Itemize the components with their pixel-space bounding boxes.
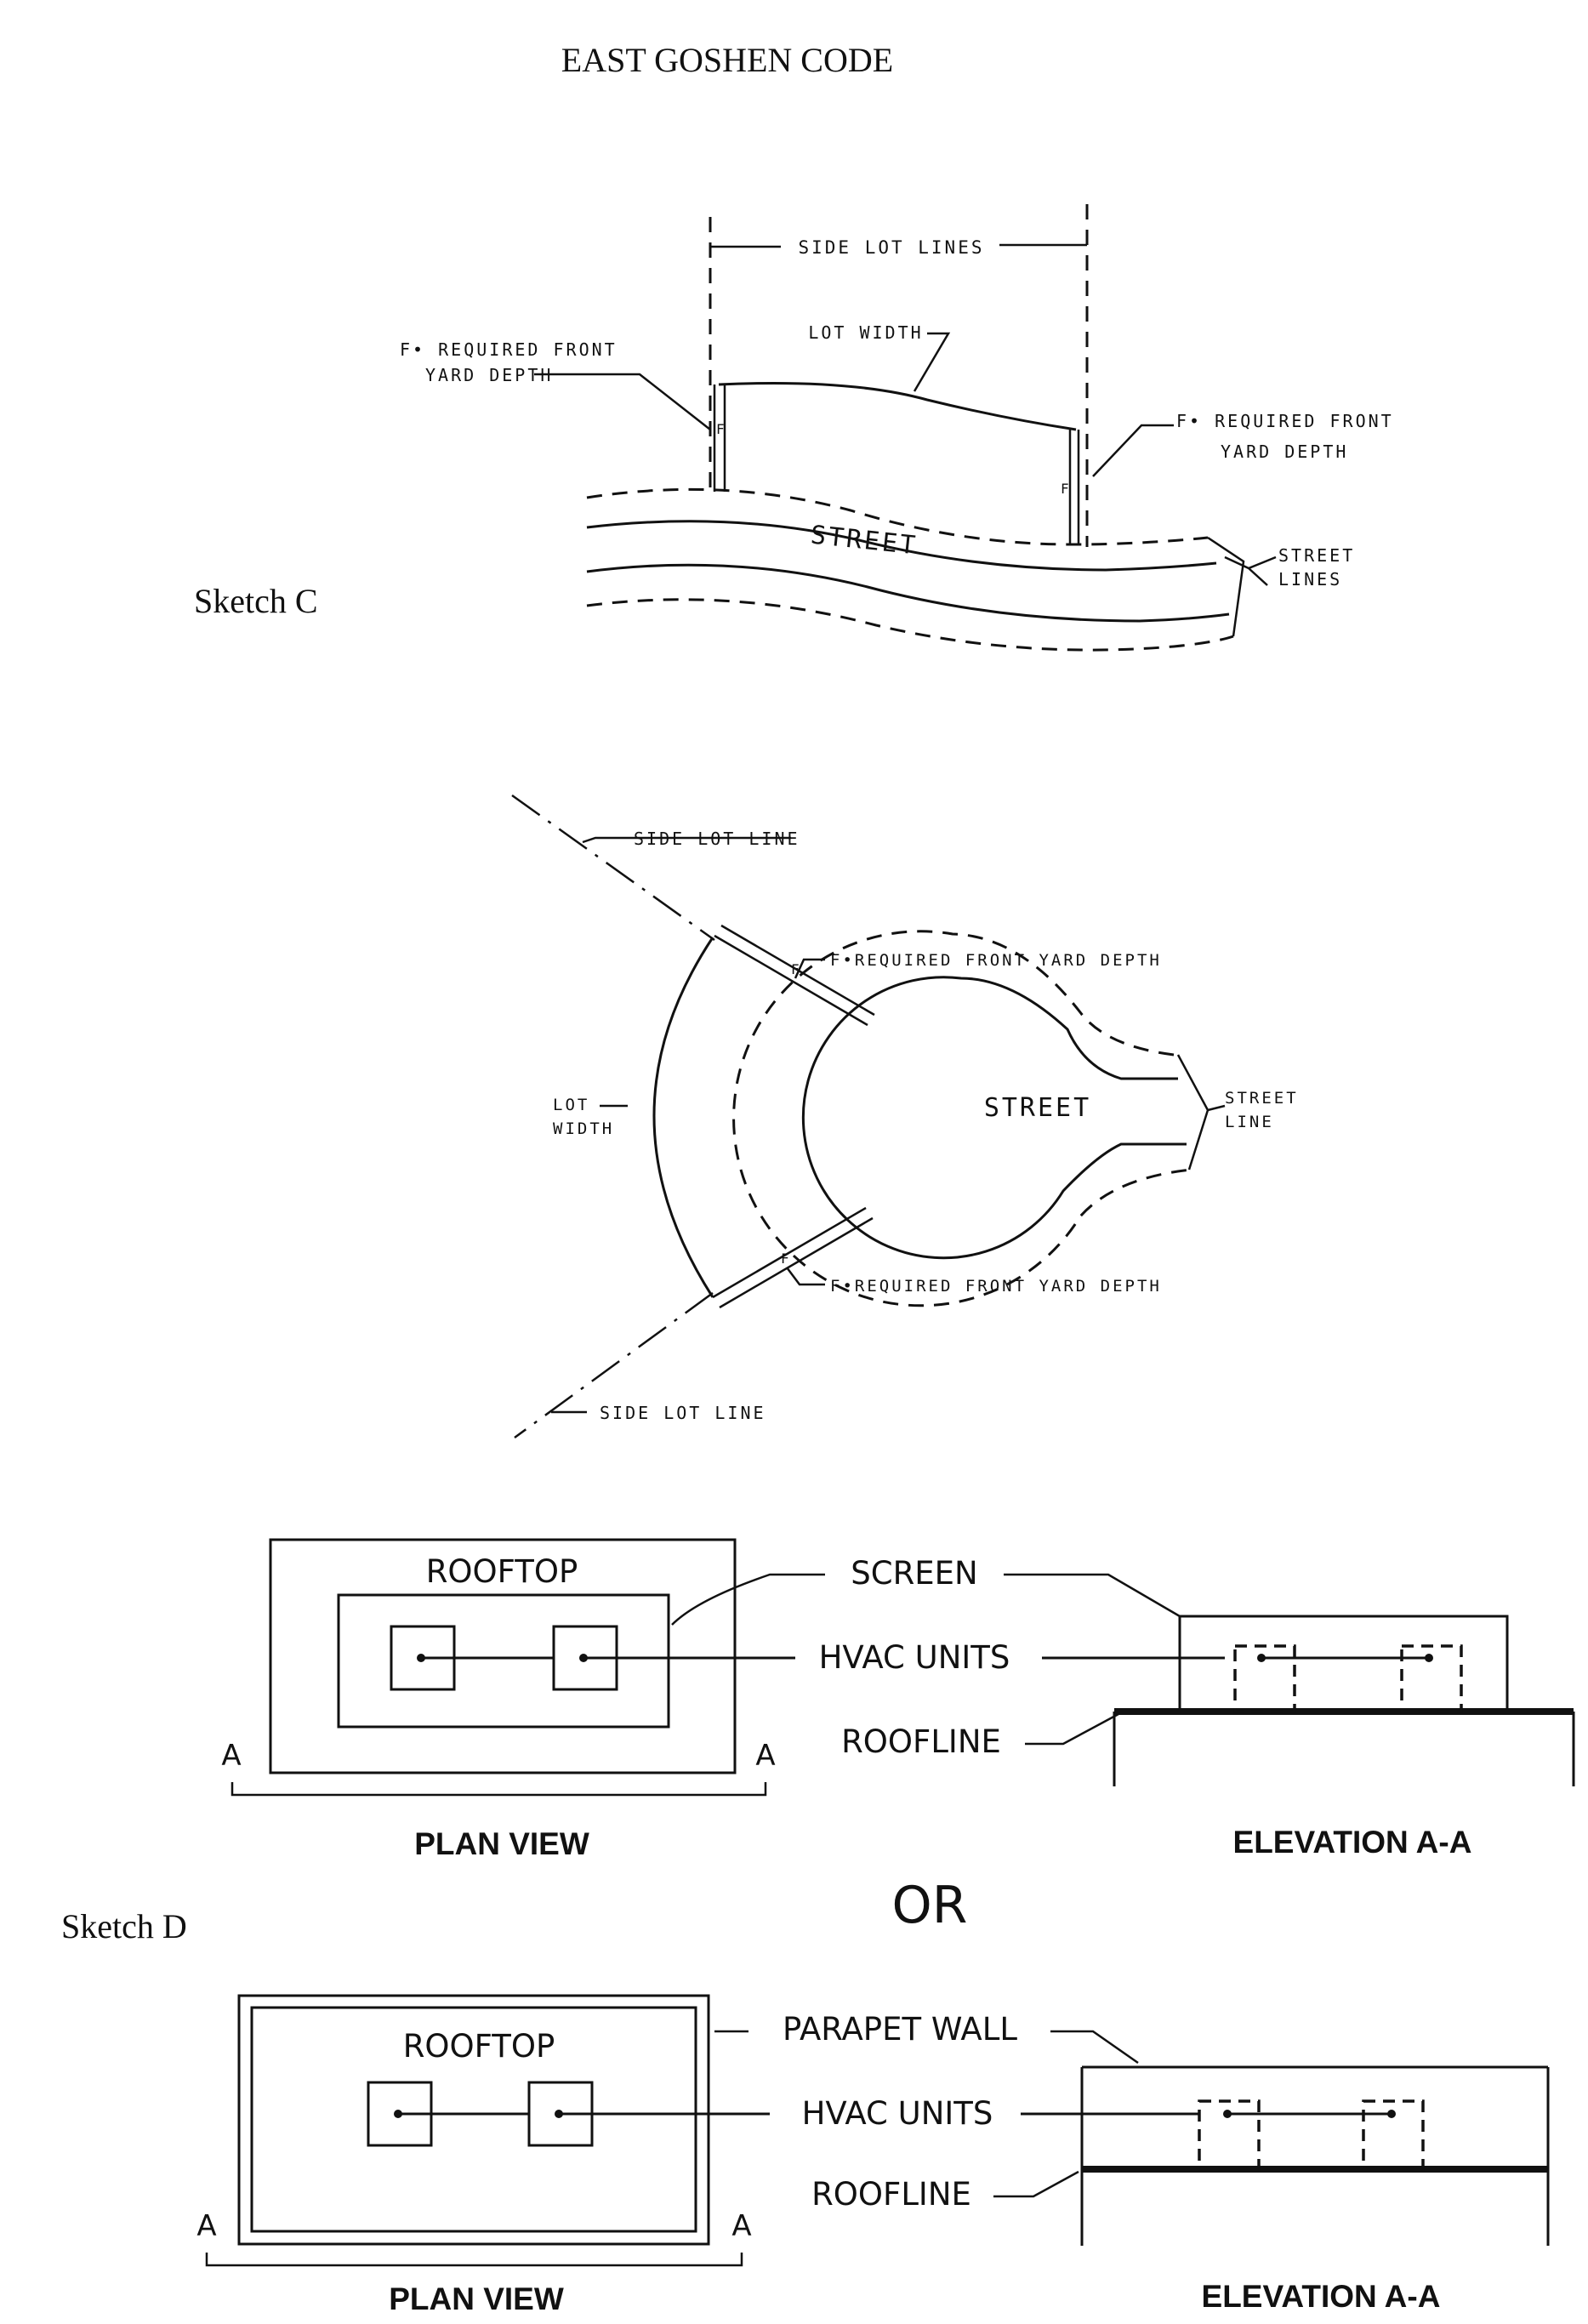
side-lot-line-bottom-label: SIDE LOT LINE	[600, 1403, 766, 1423]
hvac-unit-elev-1b	[1400, 1644, 1463, 1713]
front-top-label: F•REQUIRED FRONT YARD DEPTH	[830, 951, 1162, 970]
sketch-d-label: Sketch D	[61, 1907, 187, 1945]
sketch-d-option-1: ROOFTOP A A PLAN VIEW SCREEN HVAC UNITS …	[221, 1538, 1575, 1861]
front-bottom-label: F•REQUIRED FRONT YARD DEPTH	[830, 1277, 1162, 1296]
front-right-leader	[1092, 424, 1174, 477]
side-lot-line-top	[511, 794, 715, 942]
hvac-unit-elev-1a	[1233, 1644, 1296, 1713]
roofline-leader-1	[1025, 1712, 1119, 1746]
street-line-cul-line2: LINE	[1225, 1113, 1274, 1131]
street-edge-lower	[586, 563, 1230, 623]
screen-leader-left	[671, 1573, 825, 1626]
rooftop-label-2: ROOFTOP	[403, 2028, 555, 2065]
lot-width-label: LOT WIDTH	[808, 322, 923, 343]
front-yard-top-a	[714, 934, 868, 1027]
lot-width-c-line1: LOT	[553, 1096, 589, 1114]
or-separator: OR	[892, 1876, 968, 1935]
screen-enclosure-1	[337, 1593, 670, 1729]
street-lines-leader	[1224, 555, 1277, 586]
hvac-unit-elev-2b	[1362, 2099, 1425, 2171]
screen-leader-right	[1004, 1573, 1181, 1618]
front-yard-bottom-b	[719, 1216, 874, 1309]
lot-width-arc	[652, 937, 714, 1298]
section-a-left-2: A	[196, 2209, 216, 2243]
screen-elevation-1	[1178, 1615, 1509, 1713]
street-line-lower	[586, 598, 1234, 652]
section-a-right-2: A	[731, 2209, 751, 2243]
plan-view-label-2: PLAN VIEW	[389, 2281, 564, 2316]
hvac-unit-elev-2a	[1198, 2099, 1261, 2171]
section-a-left-1: A	[221, 1739, 241, 1773]
plan-view-1-roof	[269, 1538, 737, 1774]
cul-de-sac-edge	[801, 976, 1187, 1260]
front-bottom-leader	[786, 1267, 825, 1286]
side-lot-lines-label: SIDE LOT LINES	[798, 237, 984, 258]
street-edge-upper	[586, 520, 1217, 572]
street-end	[1207, 536, 1245, 637]
rooftop-label-1: ROOFTOP	[426, 1553, 578, 1590]
hvac-units-label-1: HVAC UNITS	[819, 1639, 1010, 1676]
f-marker-left: F	[716, 421, 727, 437]
cul-de-sac-diagram: SIDE LOT LINE SIDE LOT LINE F F F•REQUIR…	[511, 794, 1299, 1439]
sketch-c-label: Sketch C	[194, 582, 318, 620]
plan-view-label-1: PLAN VIEW	[414, 1826, 589, 1861]
section-bracket-2	[205, 2253, 743, 2267]
parapet-leader-right	[1050, 2030, 1139, 2065]
side-lot-line-top-label: SIDE LOT LINE	[634, 829, 800, 849]
cul-de-sac-street-line	[732, 930, 1192, 1307]
front-right-line2: YARD DEPTH	[1221, 441, 1348, 462]
street-label-c: STREET	[809, 521, 919, 561]
roofline-leader-2	[993, 2170, 1079, 2198]
parapet-outer-2	[237, 1994, 710, 2246]
parapet-wall-label: PARAPET WALL	[783, 2011, 1017, 2048]
hvac-units-label-2: HVAC UNITS	[802, 2095, 993, 2132]
elevation-label-2: ELEVATION A-A	[1202, 2279, 1441, 2314]
side-lot-line-top-leader	[582, 836, 791, 844]
street-lines-line2: LINES	[1278, 569, 1342, 590]
street-lines-line1: STREET	[1278, 545, 1355, 566]
street-line-end	[1176, 1054, 1209, 1171]
front-yard-bottom-a	[712, 1206, 867, 1299]
roofline-label-2: ROOFLINE	[811, 2176, 971, 2213]
front-left-line1: F• REQUIRED FRONT	[400, 339, 618, 360]
front-right-line1: F• REQUIRED FRONT	[1176, 411, 1394, 431]
sketch-c: Sketch C SIDE LOT LINES LOT WIDTH F F F•…	[194, 204, 1394, 652]
front-left-leader	[534, 373, 711, 430]
elevation-label-1: ELEVATION A-A	[1233, 1825, 1472, 1860]
parapet-inner-2	[250, 2006, 697, 2233]
street-line-upper	[586, 487, 1209, 546]
side-lot-line-bottom	[514, 1291, 714, 1439]
front-left-line2: YARD DEPTH	[425, 365, 553, 385]
section-bracket-1	[231, 1782, 767, 1797]
screen-label: SCREEN	[851, 1555, 977, 1592]
lot-width-line	[718, 382, 1077, 431]
lot-width-leader	[913, 332, 951, 392]
f-marker-right: F	[1061, 481, 1072, 497]
street-line-cul-leader	[1207, 1104, 1226, 1112]
front-top-leader	[794, 958, 825, 979]
section-a-right-1: A	[755, 1739, 775, 1773]
lot-width-c-line2: WIDTH	[553, 1119, 614, 1138]
street-label-cul: STREET	[984, 1093, 1091, 1123]
roofline-label-1: ROOFLINE	[841, 1723, 1001, 1760]
street-line-cul-line1: STREET	[1225, 1089, 1299, 1108]
f-marker-top: F	[791, 961, 802, 977]
page-title: EAST GOSHEN CODE	[561, 41, 893, 79]
f-marker-bottom: F	[781, 1250, 792, 1267]
sketch-d-option-2: ROOFTOP A A PLAN VIEW PARAPET WALL HVAC …	[196, 1994, 1550, 2316]
